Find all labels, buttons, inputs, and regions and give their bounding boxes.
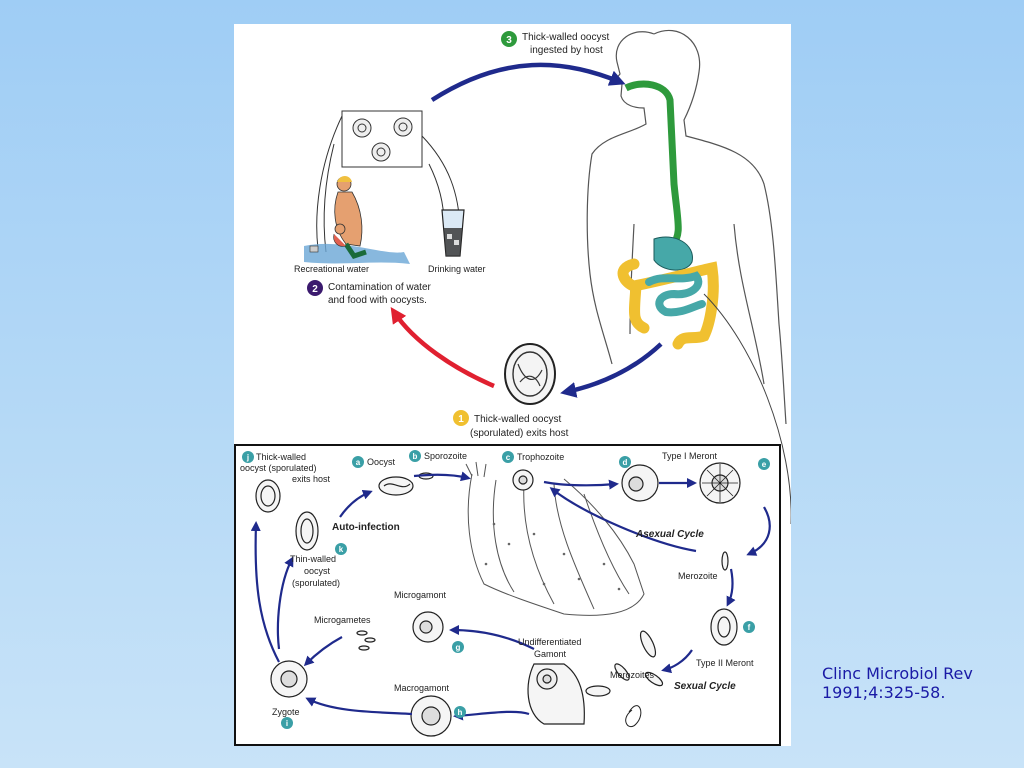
life-cycle-figure: Recreational water Drinking water 3 Thic…	[234, 24, 791, 746]
badge-i-letter: i	[286, 719, 288, 728]
label-macrogamont: Macrogamont	[394, 683, 450, 693]
badge-g	[452, 641, 464, 653]
badge-c-letter: c	[506, 453, 511, 462]
label-k-line1: Thin-walled	[290, 554, 336, 564]
label-microgamont: Microgamont	[394, 590, 447, 600]
step-1-line2: (sporulated) exits host	[470, 428, 569, 439]
citation-line-2: 1991;4:325-58.	[822, 683, 946, 702]
label-gamont: Gamont	[534, 649, 567, 659]
citation-line-1: Clinc Microbiol Rev	[822, 664, 973, 683]
step-1-line1: Thick-walled oocyst	[474, 414, 561, 425]
label-type2-meront: Type II Meront	[696, 658, 754, 668]
lower-labels: Thick-walled oocyst (sporulated) exits h…	[240, 451, 754, 717]
step-1-badge-number: 1	[458, 414, 464, 425]
step-2-badge-number: 2	[312, 284, 318, 295]
label-merozoites: Merozoites	[610, 670, 655, 680]
step-1-badge	[453, 410, 469, 426]
badge-g-letter: g	[456, 643, 461, 652]
recreational-water-label: Recreational water	[294, 264, 369, 274]
label-j-line2: oocyst (sporulated)	[240, 463, 317, 473]
epithelium-cells	[465, 461, 645, 616]
step-3-line2: ingested by host	[530, 45, 603, 56]
label-type1-meront: Type I Meront	[662, 451, 718, 461]
label-oocyst: Oocyst	[367, 457, 396, 467]
badge-c	[502, 451, 514, 463]
badge-j-letter: j	[246, 453, 249, 462]
label-trophozoite: Trophozoite	[517, 452, 564, 462]
badge-h-letter: h	[458, 708, 463, 717]
step-1: 1 Thick-walled oocyst (sporulated) exits…	[453, 410, 569, 439]
digestive-tract	[617, 80, 719, 350]
drinking-glass-icon	[441, 209, 465, 257]
label-zygote: Zygote	[272, 707, 300, 717]
badge-h	[454, 706, 466, 718]
label-sporozoite: Sporozoite	[424, 451, 467, 461]
epithelium-dots	[484, 522, 621, 591]
label-merozoite: Merozoite	[678, 571, 718, 581]
arrow-ingested	[430, 62, 626, 102]
step-2: 2 Contamination of water and food with o…	[307, 280, 432, 306]
drinking-water-label: Drinking water	[428, 264, 486, 274]
badge-a	[352, 456, 364, 468]
label-microgametes: Microgametes	[314, 615, 371, 625]
step-3: 3 Thick-walled oocyst ingested by host	[501, 31, 609, 56]
step-3-line1: Thick-walled oocyst	[522, 32, 609, 43]
citation: Clinc Microbiol Rev 1991;4:325-58.	[822, 664, 1012, 702]
badge-d	[619, 456, 631, 468]
oocyst-icons	[352, 117, 413, 162]
badge-b-letter: b	[413, 452, 418, 461]
badge-i	[281, 717, 293, 729]
label-j-line1: Thick-walled	[256, 452, 306, 462]
lower-panel-frame	[234, 444, 781, 746]
label-k-line3: (sporulated)	[292, 578, 340, 588]
human-body-outline	[586, 29, 787, 425]
badge-j	[242, 451, 254, 463]
arrow-contamination	[390, 307, 495, 389]
label-k-line2: oocyst	[304, 566, 331, 576]
lower-badges: j a b c d e k f g h i	[242, 450, 770, 729]
step-2-line2: and food with oocysts.	[328, 295, 427, 306]
step-3-badge	[501, 31, 517, 47]
label-undifferentiated: Undifferentiated	[518, 637, 581, 647]
microgamete-squiggle	[625, 705, 642, 728]
step-2-line1: Contamination of water	[328, 282, 432, 293]
swimmers-illustration	[304, 176, 410, 264]
badge-e	[758, 458, 770, 470]
label-j-line3: exits host	[292, 474, 331, 484]
badge-f-letter: f	[748, 623, 751, 632]
zoom-line	[703, 293, 791, 524]
lower-cycle-arrows	[250, 471, 771, 721]
badge-a-letter: a	[356, 458, 361, 467]
step-2-badge	[307, 280, 323, 296]
arrow-exits	[560, 342, 663, 398]
badge-b	[409, 450, 421, 462]
large-oocyst-icon	[504, 343, 556, 405]
label-auto-infection: Auto-infection	[332, 522, 400, 533]
badge-f	[743, 621, 755, 633]
badge-k-letter: k	[339, 545, 344, 554]
badge-d-letter: d	[623, 458, 628, 467]
badge-k	[335, 543, 347, 555]
step-3-badge-number: 3	[506, 35, 512, 46]
label-sexual-cycle: Sexual Cycle	[674, 681, 736, 692]
life-cycle-diagram: Recreational water Drinking water 3 Thic…	[234, 29, 791, 746]
label-asexual-cycle: Asexual Cycle	[635, 529, 704, 540]
badge-e-letter: e	[762, 460, 767, 469]
cell-icons	[255, 462, 741, 737]
